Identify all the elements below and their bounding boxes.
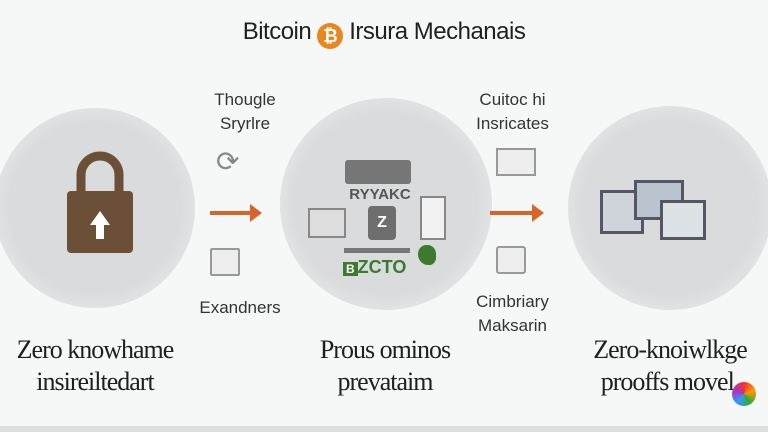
leaf-icon [418,245,436,265]
stage-2-bottom-label: ZCTO [357,257,407,277]
stage-1-line2: insireiltedart [36,367,154,396]
footer-bar [0,426,768,432]
stage-2-label: Prous ominos prevataim [290,334,480,398]
title-right: Irsura Mechanais [349,18,526,45]
stage-2-circle [280,98,492,310]
connector-2-top-line2: Insricates [476,114,549,133]
divider-bar [344,248,410,253]
connector-1-bottom: Exandners [199,298,281,317]
connector-2-top-line1: Cuitoc hi [479,90,546,109]
title-left: Bitcoin [242,18,312,45]
connector-1-top-line2: Sryrlre [219,114,271,133]
connector-2-bottom-line2: Maksarin [478,316,547,335]
arrow-right-icon [490,204,544,222]
bitcoin-badge: B [343,262,358,276]
connector-1-top: Thougle Sryrlre [190,88,300,136]
stage-1-line1: Zero knowhame [16,335,175,364]
arrow-right-icon [210,204,262,222]
card-icon [345,160,411,184]
stage-2-line2: prevataim [337,367,434,396]
connector-2-bottom: Cimbriary Maksarin [455,290,570,338]
stage-3-line2: prooffs movel, [600,367,741,396]
connector-2-top: Cuitoc hi Insricates [455,88,570,136]
page-title: Bitcoin₿Irsura Mechanais [0,18,768,49]
document-icon [420,196,446,240]
code-file-icon [210,248,240,276]
connector-1-top-line1: Thougle [214,90,276,109]
tag-icon: Z [368,206,396,240]
stage-2-inner-text: RYYAKC [349,186,411,203]
stage-2-line1: Prous ominos [319,335,451,364]
brand-logo [732,382,756,406]
padlock-icon [65,145,135,260]
connector-2-bottom-line1: Cimbriary [476,292,549,311]
eye-icon [496,246,526,274]
stage-1-label: Zero knowhame insireiltedart [0,334,190,398]
devices-icon [600,180,710,250]
cycle-icon: ⟳ [216,146,240,177]
stage-3-label: Zero-knoiwlkge prooffs movel, [575,334,765,398]
stage-3-line1: Zero-knoiwlkge [593,335,748,364]
chat-document-icon [496,148,536,176]
printer-icon [308,208,346,238]
bitcoin-icon: ₿ [317,23,344,49]
